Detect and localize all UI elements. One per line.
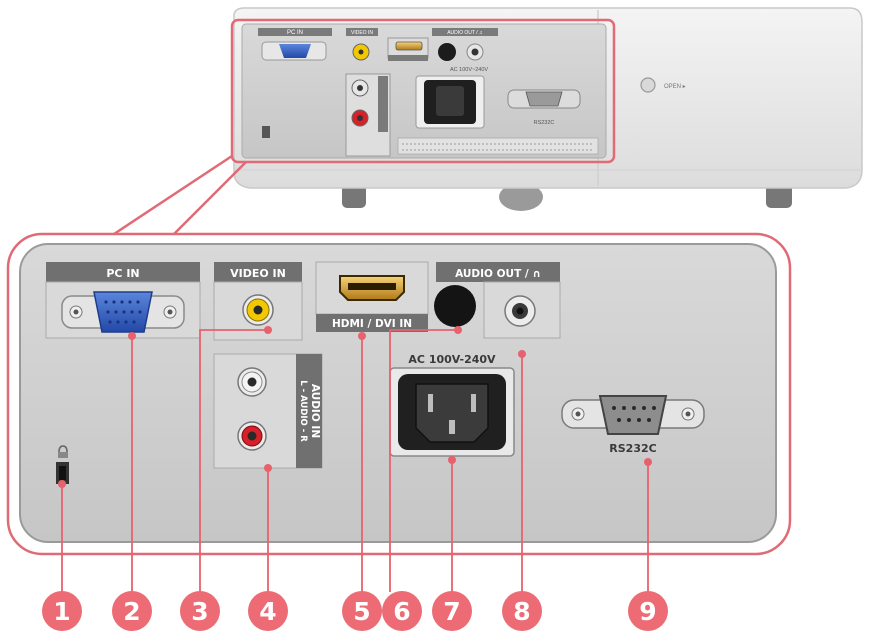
svg-text:7: 7 (443, 597, 460, 626)
top-rs232c-label: RS232C (534, 120, 555, 126)
callout-badge-8: 8 (502, 591, 542, 631)
callout-badges: 1 2 3 4 5 6 7 8 (42, 591, 668, 631)
kensington-lock-group (56, 445, 69, 484)
svg-text:5: 5 (353, 597, 370, 626)
top-video-in-label: VIDEO IN (351, 30, 373, 36)
audio-out-label: AUDIO OUT / ∩ (455, 268, 541, 280)
screw-icon (640, 77, 656, 93)
callout-badge-3: 3 (180, 591, 220, 631)
lock-icon (58, 445, 68, 453)
pc-in-label: PC IN (106, 267, 139, 280)
ac-power-socket (415, 383, 489, 443)
svg-text:3: 3 (191, 597, 208, 626)
callout-lines (61, 329, 649, 592)
top-ac-label: AC 100V~240V (450, 67, 488, 73)
top-pc-in-label: PC IN (287, 30, 303, 36)
callout-badge-4: 4 (248, 591, 288, 631)
video-in-label: VIDEO IN (230, 267, 286, 280)
ac-power-group: AC 100V-240V (389, 353, 515, 457)
zoom-connector-line (169, 161, 247, 239)
top-audio-out-label: AUDIO OUT / ♫ (447, 30, 483, 36)
callout-badge-9: 9 (628, 591, 668, 631)
projector-body: OPEN ▸ PC IN VIDEO IN AUDIO OUT / ♫ AC 1… (233, 7, 863, 211)
callout-badge-1: 1 (42, 591, 82, 631)
open-label: OPEN ▸ (664, 84, 686, 90)
video-in-group: VIDEO IN (213, 262, 303, 341)
callout-badge-7: 7 (432, 591, 472, 631)
audio-out-group: AUDIO OUT / ∩ (436, 262, 561, 339)
audio-in-group: AUDIO IN L - AUDIO - R (213, 353, 323, 469)
zoom-connector-line (107, 154, 233, 240)
remote-sensor (434, 285, 476, 327)
callout-badge-2: 2 (112, 591, 152, 631)
rs232c-port (598, 395, 668, 435)
svg-text:8: 8 (513, 597, 530, 626)
svg-text:1: 1 (53, 597, 70, 626)
callout-badge-5: 5 (342, 591, 382, 631)
pc-in-group: PC IN (45, 262, 201, 339)
rs232c-group: RS232C (561, 395, 705, 455)
svg-text:4: 4 (259, 597, 276, 626)
svg-text:2: 2 (123, 597, 140, 626)
projector-foot (499, 183, 543, 211)
top-highlight-frame (230, 18, 616, 164)
callout-badge-6: 6 (382, 591, 422, 631)
ac-label: AC 100V-240V (408, 353, 496, 366)
audio-lr-label: L - AUDIO - R (298, 380, 308, 442)
svg-text:6: 6 (393, 597, 410, 626)
callout-dots (58, 326, 652, 488)
hdmi-group: HDMI / DVI IN (315, 261, 429, 332)
hdmi-label: HDMI / DVI IN (332, 318, 412, 330)
audio-in-label: AUDIO IN (309, 384, 321, 438)
svg-text:9: 9 (639, 597, 656, 626)
top-vga-port (279, 44, 311, 58)
rs232c-label: RS232C (609, 442, 656, 455)
